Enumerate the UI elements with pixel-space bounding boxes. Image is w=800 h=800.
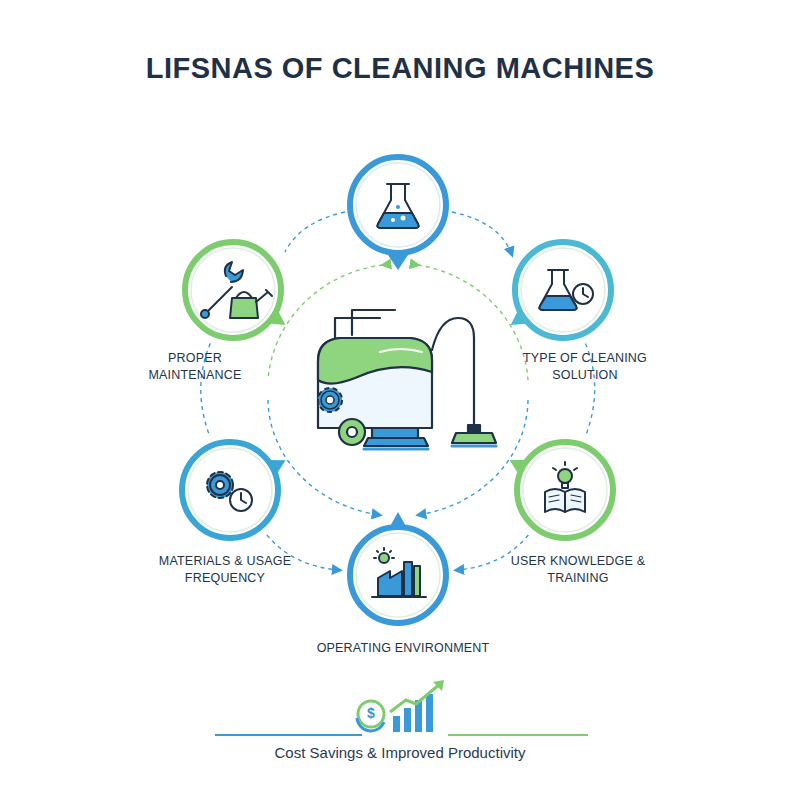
- circle-inner: [523, 448, 607, 532]
- machine-gear: [318, 388, 342, 412]
- factor-label: PROPER MAINTENANCE: [135, 350, 255, 384]
- factor-circle: [342, 519, 454, 631]
- wrench-icon: [201, 262, 272, 318]
- circle-inner: [521, 248, 605, 332]
- factor-circle: [507, 234, 619, 346]
- circle-outline: [515, 242, 611, 338]
- factor-circle: [177, 234, 289, 346]
- circle-outline: [517, 442, 613, 538]
- factor-node: MATERIALS & USAGE FREQUENCY: [155, 434, 295, 589]
- factor-label: TYPE OF CLEANING SOLUTION: [515, 350, 655, 384]
- factor-circle: [509, 434, 621, 546]
- factor-label: MATERIALS & USAGE FREQUENCY: [155, 553, 295, 587]
- factor-node: TYPE OF CLEANING SOLUTION: [507, 234, 655, 386]
- circle-outline: [350, 527, 446, 623]
- flask-icon: [377, 184, 418, 228]
- circle-outline: [185, 242, 281, 338]
- factor-node: USER KNOWLEDGE & TRAINING: [509, 434, 646, 589]
- icon-symbol: $: [361, 705, 381, 721]
- inner-ring: [268, 265, 528, 515]
- circle-inner: [191, 248, 275, 332]
- circle-inner: [356, 533, 440, 617]
- diagram-title: LIFSNAS OF CLEANING MACHINES: [0, 52, 800, 85]
- circle-inner: [188, 448, 272, 532]
- cleaning-machine: [318, 310, 496, 449]
- factor-circle: [174, 434, 286, 546]
- factor-label: OPERATING ENVIRONMENT: [288, 640, 518, 657]
- flask-clock-icon: [539, 270, 593, 310]
- factor-node: PROPER MAINTENANCE: [135, 234, 289, 386]
- factor-label: USER KNOWLEDGE & TRAINING: [511, 553, 646, 587]
- book-bulb-icon: [545, 462, 585, 512]
- gear-clock-icon: [207, 472, 252, 511]
- factory-icon: [372, 548, 426, 597]
- factor-node: OPERATING ENVIRONMENT: [288, 519, 518, 659]
- savings-icon: [215, 680, 588, 735]
- top-circle: [350, 157, 446, 270]
- diagram-caption: Cost Savings & Improved Productivity: [0, 744, 800, 761]
- circle-outline: [182, 442, 278, 538]
